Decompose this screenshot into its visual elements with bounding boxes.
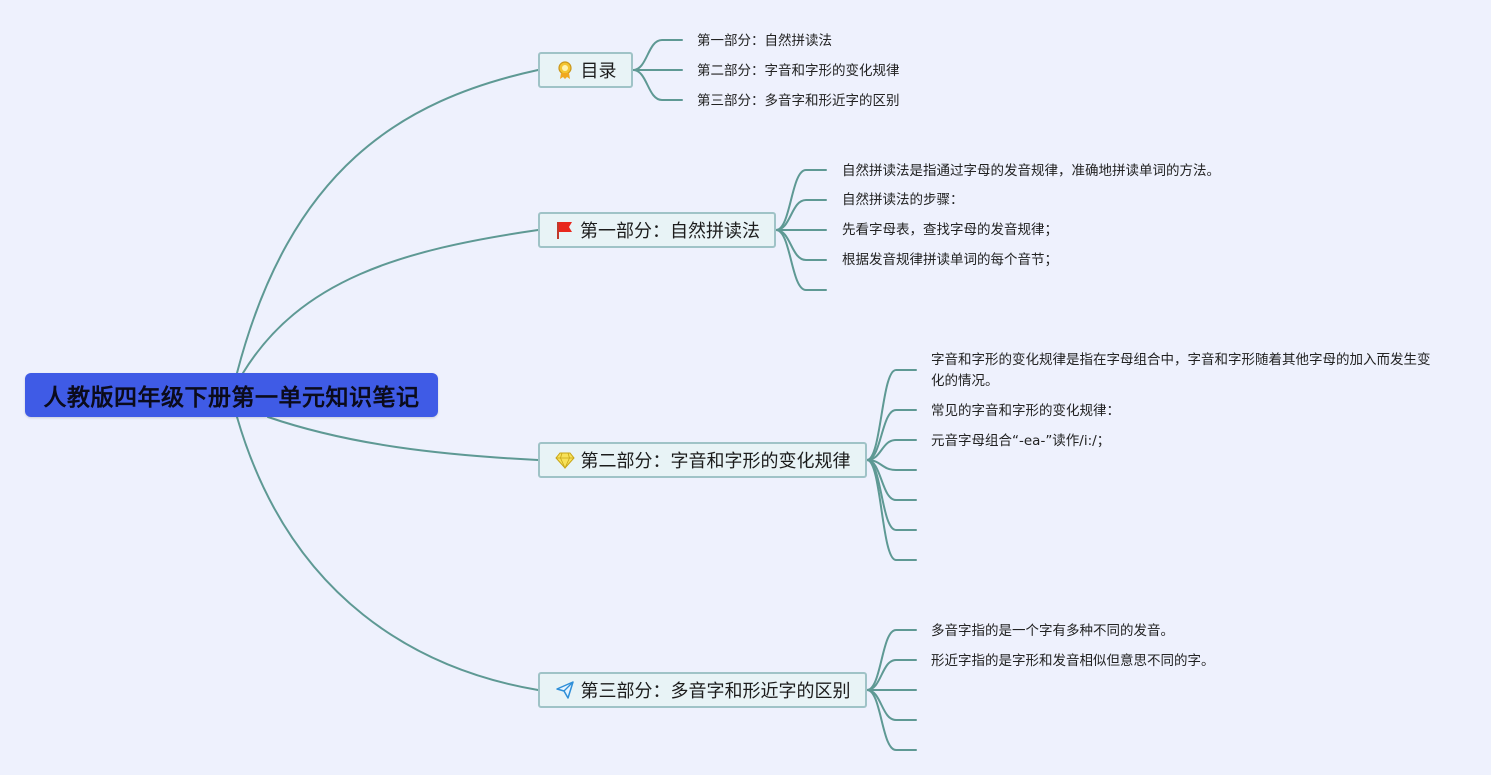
paper-plane-icon [555, 680, 575, 700]
gem-icon [554, 450, 575, 470]
leaf-part-three-2[interactable]: 形近字指的是字形和发音相似但意思不同的字。 [931, 653, 1215, 669]
connector-root-part-three [236, 416, 539, 691]
connector-root-toc [236, 69, 539, 374]
branch-part-one[interactable]: 第一部分：自然拼读法 [538, 212, 776, 248]
leaf-toc-3[interactable]: 第三部分：多音字和形近字的区别 [697, 93, 900, 109]
branch-part-three[interactable]: 第三部分：多音字和形近字的区别 [538, 672, 867, 708]
branch-part-two[interactable]: 第二部分：字音和字形的变化规律 [538, 442, 867, 478]
connector-part-three-leaf-5 [866, 689, 917, 751]
leaf-part-three-1[interactable]: 多音字指的是一个字有多种不同的发音。 [931, 623, 1174, 639]
root-topic-label: 人教版四年级下册第一单元知识笔记 [43, 385, 420, 411]
leaf-part-two-3[interactable]: 元音字母组合“-ea-”读作/i:/； [931, 433, 1111, 449]
root-topic[interactable]: 人教版四年级下册第一单元知识笔记 [25, 373, 438, 417]
leaf-part-one-3[interactable]: 先看字母表，查找字母的发音规律； [842, 222, 1058, 238]
connector-part-two-leaf-7 [866, 459, 917, 561]
branch-label: 第二部分：字音和字形的变化规律 [580, 451, 851, 472]
leaf-toc-1[interactable]: 第一部分：自然拼读法 [697, 33, 832, 49]
branch-label: 第三部分：多音字和形近字的区别 [580, 681, 851, 702]
leaf-toc-2[interactable]: 第二部分：字音和字形的变化规律 [697, 63, 900, 79]
branch-label: 目录 [580, 61, 617, 82]
connector-root-part-one [242, 229, 539, 374]
award-medal-icon [555, 60, 575, 80]
connector-part-three-leaf-2 [866, 659, 917, 691]
connector-part-one-leaf-2 [775, 199, 827, 231]
connector-root-part-two [267, 416, 539, 461]
leaf-part-one-4[interactable]: 根据发音规律拼读单词的每个音节； [842, 252, 1058, 268]
branch-label: 第一部分：自然拼读法 [580, 221, 760, 242]
connector-part-three-leaf-1 [866, 629, 917, 691]
leaf-part-one-2[interactable]: 自然拼读法的步骤： [842, 192, 964, 208]
leaf-part-two-2[interactable]: 常见的字音和字形的变化规律： [931, 403, 1120, 419]
connector-part-two-leaf-2 [866, 409, 917, 461]
leaf-part-two-1[interactable]: 字音和字形的变化规律是指在字母组合中，字音和字形随着其他字母的加入而发生变化的情… [931, 352, 1431, 389]
red-flag-icon [554, 220, 574, 240]
connector-part-one-leaf-5 [775, 229, 827, 291]
connector-part-one-leaf-1 [775, 169, 827, 231]
connector-toc-leaf-1 [632, 39, 683, 71]
leaf-part-one-1[interactable]: 自然拼读法是指通过字母的发音规律，准确地拼读单词的方法。 [842, 163, 1220, 179]
connector-toc-leaf-3 [632, 69, 683, 101]
connector-part-two-leaf-1 [866, 369, 917, 461]
branch-toc[interactable]: 目录 [538, 52, 633, 88]
connector-part-two-leaf-3 [866, 439, 917, 461]
